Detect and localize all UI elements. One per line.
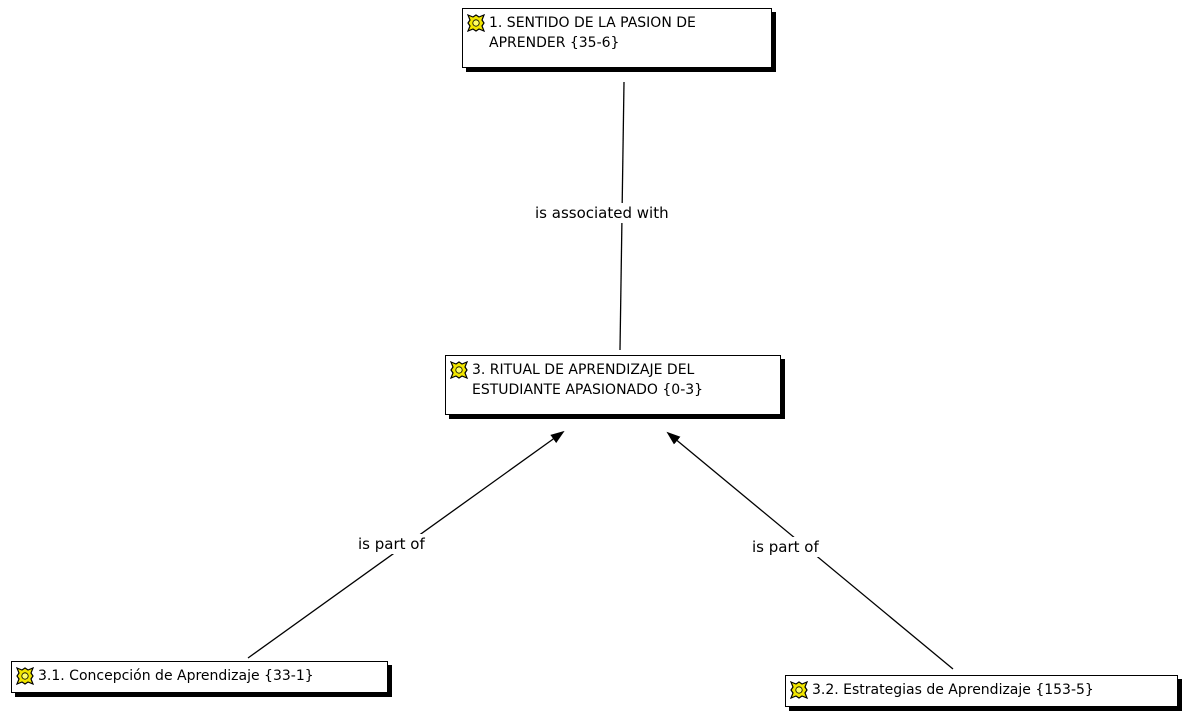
edge-label-part-of-1: is part of	[356, 534, 427, 554]
node-concepcion-aprendizaje[interactable]: 3.1. Concepción de Aprendizaje {33-1}	[11, 661, 388, 693]
node-estrategias-aprendizaje[interactable]: 3.2. Estrategias de Aprendizaje {153-5}	[785, 675, 1178, 707]
code-family-icon	[450, 361, 468, 379]
node-sentido-pasion[interactable]: 1. SENTIDO DE LA PASION DE APRENDER {35-…	[462, 8, 772, 68]
edge-label-part-of-2: is part of	[750, 537, 821, 557]
code-family-icon	[16, 667, 34, 685]
code-family-icon	[790, 681, 808, 699]
code-family-icon	[467, 14, 485, 32]
node-label: 3.1. Concepción de Aprendizaje {33-1}	[38, 668, 314, 684]
edge-label-associated: is associated with	[533, 203, 671, 223]
node-label: 1. SENTIDO DE LA PASION DE APRENDER {35-…	[489, 15, 696, 51]
node-label: 3.2. Estrategias de Aprendizaje {153-5}	[812, 682, 1094, 698]
node-label: 3. RITUAL DE APRENDIZAJE DEL ESTUDIANTE …	[472, 362, 704, 398]
node-ritual-aprendizaje[interactable]: 3. RITUAL DE APRENDIZAJE DEL ESTUDIANTE …	[445, 355, 781, 415]
